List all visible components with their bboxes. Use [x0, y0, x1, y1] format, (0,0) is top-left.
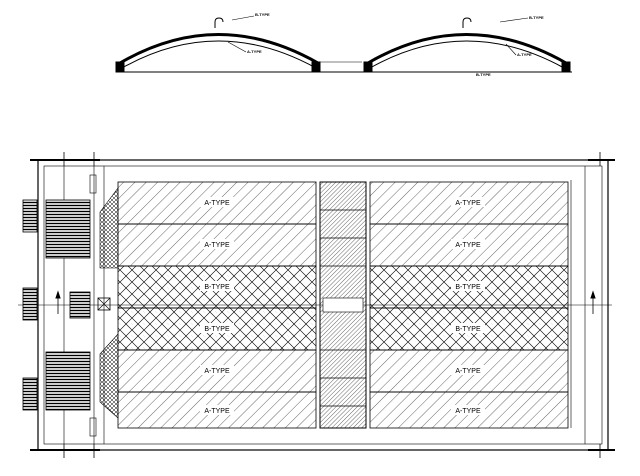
- elevation-label-a-right: A-TYPE: [517, 52, 532, 57]
- left-row-6-label: A-TYPE: [204, 408, 230, 415]
- elevation-label-bottom: B-TYPE: [476, 72, 491, 77]
- plan-view: [18, 152, 615, 458]
- right-row-1-label: A-TYPE: [455, 200, 481, 207]
- left-row-labels: [200, 197, 234, 415]
- left-row-5-label: A-TYPE: [204, 368, 230, 375]
- left-row-3-label: B-TYPE: [204, 284, 230, 291]
- right-row-4-label: B-TYPE: [455, 326, 481, 333]
- right-row-3-label: B-TYPE: [455, 284, 481, 291]
- elevation-label-a-left: A-TYPE: [247, 49, 262, 54]
- elevation-label-b-right: B-TYPE: [529, 15, 544, 20]
- right-row-2-label: A-TYPE: [455, 242, 481, 249]
- elevation-view: [115, 15, 572, 73]
- center-note-box: [322, 297, 364, 313]
- right-row-5-label: A-TYPE: [455, 368, 481, 375]
- left-row-4-label: B-TYPE: [204, 326, 230, 333]
- left-row-2-label: A-TYPE: [204, 242, 230, 249]
- right-row-6-label: A-TYPE: [455, 408, 481, 415]
- left-row-1-label: A-TYPE: [204, 200, 230, 207]
- elevation-label-b-left: B-TYPE: [255, 12, 270, 17]
- right-row-labels: [451, 197, 485, 415]
